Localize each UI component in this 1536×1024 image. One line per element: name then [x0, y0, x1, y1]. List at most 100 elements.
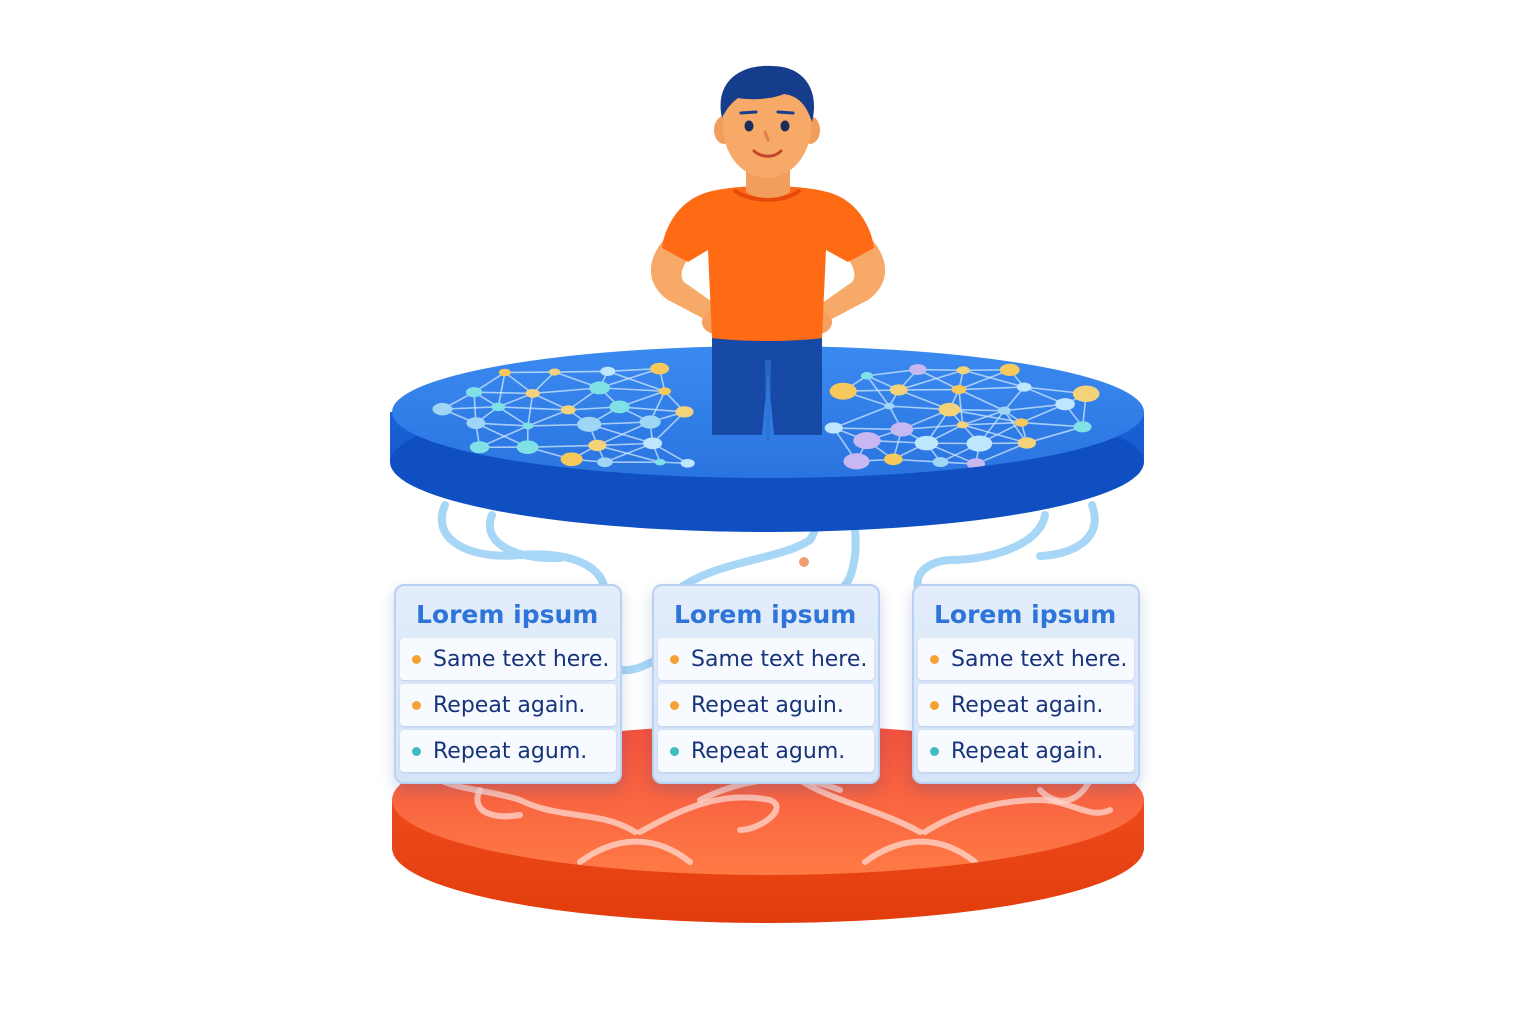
list-item: Repeat again. — [400, 684, 616, 726]
network-node — [658, 387, 671, 396]
list-item-text: Same text here. — [951, 646, 1128, 672]
network-edge — [599, 387, 665, 393]
network-edge — [958, 388, 1005, 412]
bullet-dot-teal — [412, 746, 421, 756]
card-title: Lorem ipsum — [674, 600, 857, 629]
list-item-text: Repeat agum. — [433, 738, 588, 764]
network-node — [997, 406, 1011, 415]
list-item: Same text here. — [658, 638, 874, 680]
network-edge — [949, 408, 1022, 424]
network-edge — [532, 387, 600, 395]
network-edge — [962, 421, 1022, 426]
network-node — [643, 437, 663, 450]
network-node — [829, 382, 857, 400]
bullet-dot-teal — [930, 746, 939, 756]
network-edge — [504, 371, 534, 395]
network-node — [588, 439, 607, 452]
network-edge — [1026, 426, 1083, 444]
list-item: Repeat aguin. — [658, 684, 874, 726]
network-edge — [527, 409, 569, 427]
network-node — [956, 366, 970, 375]
network-node — [466, 417, 486, 430]
network-node — [1055, 398, 1075, 411]
network-node — [650, 362, 670, 375]
network-edge — [527, 393, 534, 427]
bullet-dot-teal — [670, 746, 679, 756]
network-node — [525, 388, 540, 398]
bullet-dot-orange — [930, 700, 939, 710]
network-node — [432, 402, 453, 416]
bullet-dot-orange — [670, 700, 679, 710]
network-edge — [479, 425, 529, 448]
bullet-dot-orange — [412, 700, 421, 710]
network-edge — [963, 369, 1025, 388]
connector-tubes — [437, 501, 1099, 675]
network-edge — [474, 391, 533, 395]
network-edge — [497, 406, 529, 427]
network-edge — [652, 411, 686, 444]
network-node — [1014, 418, 1029, 427]
network-node — [883, 453, 903, 466]
network-node — [999, 363, 1020, 377]
network-edge — [898, 369, 964, 391]
network-edge — [554, 370, 608, 373]
network-node — [1072, 385, 1100, 403]
info-card-1: Lorem ipsum Same text here. Repeat again… — [394, 584, 622, 784]
network-node — [824, 422, 843, 434]
bullet-dot-orange — [930, 654, 939, 664]
network-node — [675, 406, 694, 418]
network-node — [469, 441, 490, 454]
list-item: Repeat agum. — [400, 730, 616, 772]
bullet-dot-orange — [412, 654, 421, 664]
network-node — [560, 405, 576, 415]
network-edge — [962, 409, 1005, 426]
network-node — [600, 366, 616, 376]
network-node — [909, 364, 927, 375]
network-node — [560, 452, 583, 467]
network-graph — [432, 362, 1100, 470]
network-node — [577, 416, 602, 432]
network-edge — [497, 372, 506, 408]
connector-node — [799, 557, 809, 567]
network-edge — [958, 386, 1025, 391]
network-edge — [597, 421, 651, 447]
network-node — [889, 384, 908, 396]
network-node — [932, 457, 949, 468]
network-node — [1017, 437, 1037, 449]
card-title: Lorem ipsum — [416, 600, 599, 629]
network-node — [680, 458, 695, 468]
network-edge — [532, 392, 569, 411]
network-edge — [1003, 410, 1028, 444]
network-node — [914, 435, 939, 451]
info-card-3: Lorem ipsum Same text here. Repeat again… — [912, 584, 1140, 784]
network-node — [491, 402, 506, 412]
network-node — [890, 422, 914, 437]
network-node — [951, 384, 967, 395]
list-item: Repeat again. — [918, 730, 1134, 772]
list-item-text: Repeat aguin. — [691, 692, 844, 718]
list-item-text: Repeat again. — [433, 692, 586, 718]
network-node — [516, 440, 539, 454]
network-node — [548, 368, 561, 376]
network-node — [966, 435, 993, 452]
list-item: Same text here. — [918, 638, 1134, 680]
network-edge — [597, 444, 661, 463]
list-item-text: Repeat agum. — [691, 738, 846, 764]
info-card-2: Lorem ipsum Same text here. Repeat aguin… — [652, 584, 880, 784]
network-node — [860, 371, 874, 380]
network-edge — [619, 406, 685, 413]
network-node — [938, 402, 961, 417]
network-edge — [975, 442, 1028, 465]
card-title: Lorem ipsum — [934, 600, 1117, 629]
network-node — [843, 453, 870, 470]
network-edge — [498, 406, 569, 411]
network-edge — [599, 367, 660, 389]
list-item-text: Repeat again. — [951, 738, 1104, 764]
network-node — [465, 387, 483, 398]
network-node — [654, 458, 666, 466]
network-node — [853, 432, 881, 450]
list-item: Repeat agum. — [658, 730, 874, 772]
person-illustration — [650, 65, 886, 440]
network-node — [884, 402, 895, 410]
